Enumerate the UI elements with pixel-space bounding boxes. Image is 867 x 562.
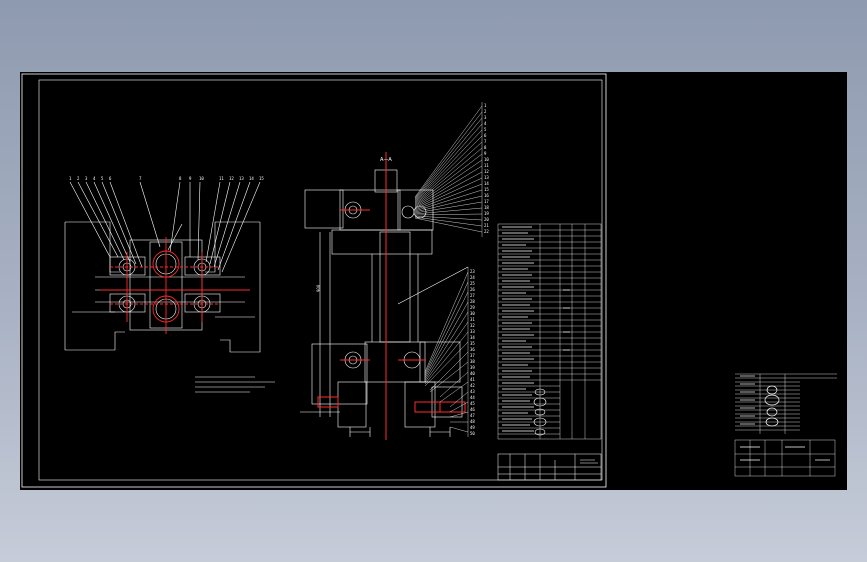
- callout-number-label: 6: [484, 133, 487, 138]
- secondary-sheet-figure: [740, 375, 830, 461]
- callout-number-label: 21: [484, 223, 489, 228]
- part-number-label: 11: [219, 176, 224, 181]
- upper-callout-leaders: [414, 102, 483, 237]
- callout-number-label: 38: [470, 359, 475, 364]
- callout-number-label: 27: [470, 293, 475, 298]
- parts-list-entries: [502, 226, 570, 432]
- callout-number-label: 13: [484, 175, 489, 180]
- part-number-label: 3: [85, 176, 88, 181]
- part-number-label: 6: [109, 176, 112, 181]
- callout-number-label: 37: [470, 353, 475, 358]
- callout-number-label: 28: [470, 299, 475, 304]
- sheet-inner-border: [38, 79, 603, 481]
- callout-number-label: 40: [470, 371, 475, 376]
- part-number-label: 15: [259, 176, 264, 181]
- part-number-label: 7: [139, 176, 142, 181]
- callout-number-label: 41: [470, 377, 475, 382]
- left-view-notes: [195, 376, 275, 393]
- callout-number-label: 25: [470, 281, 475, 286]
- callout-number-label: 8: [484, 145, 487, 150]
- callout-number-label: 26: [470, 287, 475, 292]
- part-number-label: 5: [101, 176, 104, 181]
- callout-number-label: 42: [470, 383, 475, 388]
- callout-number-label: 31: [470, 317, 475, 322]
- callout-number-label: 20: [484, 217, 489, 222]
- callout-number-label: 36: [470, 347, 475, 352]
- lower-callout-leaders: [424, 267, 469, 437]
- callout-number-label: 7: [484, 139, 487, 144]
- part-number-label: 14: [249, 176, 254, 181]
- callout-number-label: 23: [470, 269, 475, 274]
- callout-number-label: 29: [470, 305, 475, 310]
- callout-number-label: 1: [484, 103, 487, 108]
- title-block: [497, 453, 602, 481]
- callout-number-label: 43: [470, 389, 475, 394]
- part-number-label: 13: [239, 176, 244, 181]
- callout-number-label: 35: [470, 341, 475, 346]
- callout-number-label: 44: [470, 395, 475, 400]
- part-number-label: 9: [189, 176, 192, 181]
- callout-number-label: 5: [484, 127, 487, 132]
- part-number-label: 1: [69, 176, 72, 181]
- callout-number-label: 2: [484, 109, 487, 114]
- part-number-label: 4: [93, 176, 96, 181]
- callout-number-label: 24: [470, 275, 475, 280]
- callout-number-label: 50: [470, 431, 475, 436]
- part-number-label: 10: [199, 176, 204, 181]
- callout-number-label: 22: [484, 229, 489, 234]
- secondary-sheet: [734, 373, 837, 477]
- callout-number-label: 33: [470, 329, 475, 334]
- callout-number-label: 11: [484, 163, 489, 168]
- callout-number-label: 46: [470, 407, 475, 412]
- callout-number-label: 17: [484, 199, 489, 204]
- center-view-centerline: [317, 152, 466, 440]
- callout-number-label: 15: [484, 187, 489, 192]
- tech-requirements-block: [533, 388, 547, 436]
- callout-number-label: 14: [484, 181, 489, 186]
- assembly-dimension: 900: [316, 284, 321, 292]
- callout-number-label: 16: [484, 193, 489, 198]
- callout-number-label: 30: [470, 311, 475, 316]
- callout-number-label: 4: [484, 121, 487, 126]
- callout-number-label: 45: [470, 401, 475, 406]
- parts-list-table: [497, 223, 602, 440]
- part-number-label: 8: [179, 176, 182, 181]
- callout-number-label: 12: [484, 169, 489, 174]
- right-callout-numbers: 1234567891011121314151617181920212223242…: [470, 103, 489, 436]
- callout-number-label: 39: [470, 365, 475, 370]
- callout-number-label: 47: [470, 413, 475, 418]
- sheet-outer-border: [21, 73, 607, 488]
- callout-number-label: 3: [484, 115, 487, 120]
- callout-number-label: 34: [470, 335, 475, 340]
- callout-number-label: 18: [484, 205, 489, 210]
- section-label: A—A: [380, 157, 392, 163]
- part-number-label: 2: [77, 176, 80, 181]
- part-number-label: 12: [229, 176, 234, 181]
- callout-number-label: 49: [470, 425, 475, 430]
- callout-number-label: 9: [484, 151, 487, 156]
- left-view-centerlines: [100, 237, 250, 334]
- callout-number-label: 19: [484, 211, 489, 216]
- callout-number-label: 32: [470, 323, 475, 328]
- callout-number-label: 48: [470, 419, 475, 424]
- callout-number-label: 10: [484, 157, 489, 162]
